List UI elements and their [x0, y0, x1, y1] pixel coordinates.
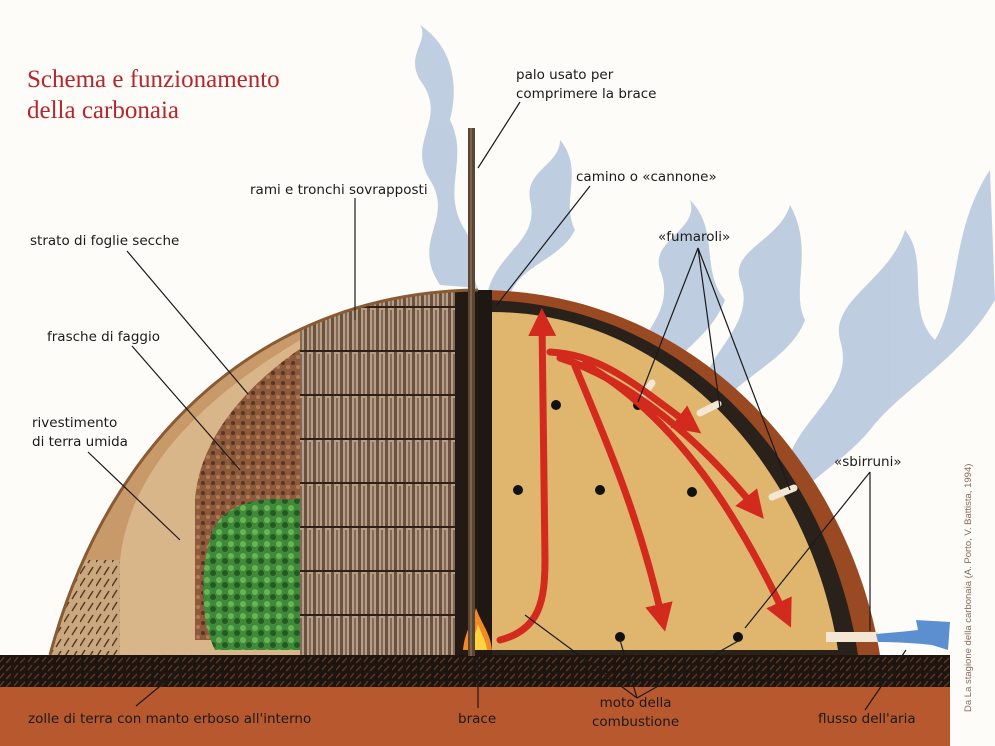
ground-earth [0, 686, 950, 746]
label-frasche: frasche di faggio [47, 329, 160, 345]
dome-inner-fill [492, 312, 838, 650]
label-rivestimento: rivestimento di terra umida [32, 415, 128, 450]
central-chimney [478, 290, 492, 655]
label-flusso: flusso dell'aria [818, 711, 916, 727]
title-line-1: Schema e funzionamento [27, 66, 280, 93]
label-fumaroli: «fumaroli» [658, 229, 731, 245]
label-palo: palo usato per comprimere la brace [516, 67, 657, 102]
label-camino: camino o «cannone» [576, 169, 717, 185]
dome-left-rim [48, 288, 479, 656]
label-foglie: strato di foglie secche [30, 233, 180, 249]
label-sbirruni: «sbirruni» [834, 454, 902, 470]
label-moto: moto della combustione [592, 695, 680, 730]
source-credit: Da La stagione della carbonaia (A. Porto… [963, 463, 974, 712]
combustion-dots [513, 400, 743, 642]
label-brace: brace [458, 711, 497, 727]
title-line-2: della carbonaia [27, 97, 179, 124]
ground-soil-layer [0, 655, 950, 687]
label-zolle: zolle di terra con manto erboso all'inte… [28, 711, 312, 727]
dome-cutaway-left [50, 290, 478, 655]
leader-lines [87, 101, 907, 711]
diagram-title: Schema e funzionamento della carbonaia [27, 64, 280, 126]
sbirruni-openings [826, 632, 878, 642]
combustion-arrows [496, 308, 792, 644]
label-rami: rami e tronchi sovrapposti [250, 182, 428, 198]
air-flow-arrow [876, 620, 950, 650]
